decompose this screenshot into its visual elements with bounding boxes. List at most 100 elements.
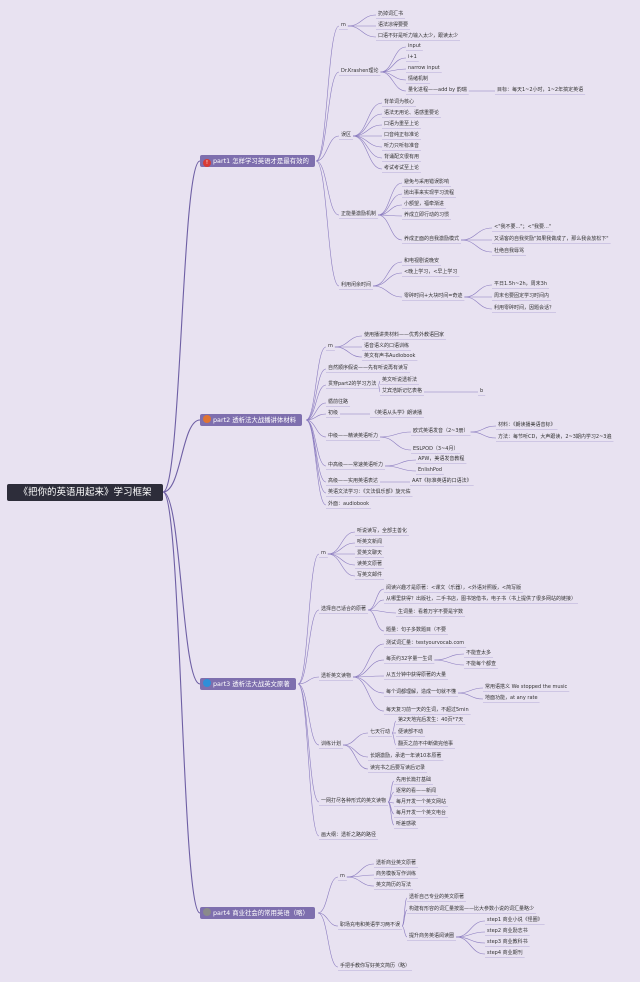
node-103: step2 商业励志书 — [487, 928, 528, 934]
connector — [162, 491, 201, 685]
node-85: 长期激励，承诺一年读10本原著 — [370, 753, 442, 759]
node-35: m — [328, 343, 333, 349]
connector — [162, 419, 201, 493]
node-95: 透析商业英文原著 — [376, 860, 417, 866]
node-12: 背单词为核心 — [384, 99, 415, 105]
node-7: narrow input — [408, 65, 440, 71]
node-8: 情绪机制 — [408, 76, 429, 82]
connector — [401, 925, 408, 938]
connector — [353, 676, 385, 694]
connector — [305, 419, 327, 494]
node-96: 商务模板写作训练 — [376, 871, 417, 877]
connector — [353, 113, 383, 137]
node-46: 《英语从头学》朗读播 — [372, 410, 423, 416]
node-98: 职场充电和英语学习两不误 — [340, 922, 401, 928]
connector — [385, 459, 417, 467]
node-26: 又请客的自我奖励"如果我做成了，那么我会放松下" — [494, 236, 609, 242]
warning-icon: ! — [203, 159, 211, 167]
connector — [377, 193, 403, 216]
node-63: 读英文原著 — [357, 561, 383, 567]
node-72: 每页约32字量一生词 — [386, 656, 433, 662]
node-48: 欧式英语发音（2~3册） — [413, 428, 469, 434]
connector — [377, 214, 403, 241]
connector — [470, 431, 497, 439]
node-74: 不能每个都查 — [466, 661, 497, 667]
connector — [315, 160, 340, 216]
part-4-node: part4 商业社会的常用英语（略） — [200, 907, 315, 919]
node-66: 阅读兴趣才是原著：<课文（乐器），<外语对照版，<简写版 — [386, 585, 522, 591]
part-2-node: part2 透析法大战播讲体材料 — [200, 414, 303, 426]
node-51: ESLPOD（3~4月） — [413, 446, 459, 452]
connector — [378, 204, 403, 216]
node-80: 训练计划 — [321, 741, 342, 747]
node-87: 一网打尽各种形式的英文读物 — [321, 798, 387, 804]
node-24: 养成正面的自我激励模式 — [404, 236, 460, 242]
node-43: b — [480, 388, 484, 394]
connector — [387, 791, 395, 803]
node-19: 正能量激励机制 — [341, 211, 377, 217]
node-53: APW，美语发音教程 — [418, 456, 465, 462]
node-44: 循前往路 — [328, 399, 349, 405]
connector — [380, 57, 407, 73]
connector — [461, 239, 493, 253]
connector — [305, 413, 327, 421]
node-64: 写英文邮件 — [357, 572, 383, 578]
connector — [367, 599, 385, 611]
node-84: 翻页之前不中断做完他事 — [398, 741, 454, 747]
part-3-node: part3 透析法大战英文原著 — [200, 678, 296, 690]
node-93: 画大纲：透析之路的路径 — [321, 832, 377, 838]
node-57: 英语文法学习：《文法俱乐部》旋元佑 — [328, 489, 411, 495]
node-60: 听说读写，全部主善化 — [357, 528, 408, 534]
node-88: 先用长篇打基础 — [396, 777, 432, 783]
node-69: 题量：句子多数题目（不要 — [386, 627, 447, 633]
connector — [162, 491, 201, 914]
node-100: 构建有形容的词汇量按需——比大参数小说的词汇量略少 — [409, 906, 535, 912]
node-61: 听英文新闻 — [357, 539, 383, 545]
node-75: 从五分钟中获得原著的大量 — [386, 672, 447, 678]
node-3: 口语不好是听力输入太少，跟读太少 — [378, 33, 459, 39]
connector — [352, 102, 383, 137]
node-28: 利用闲余时间 — [341, 282, 372, 288]
connector — [352, 135, 383, 170]
connector — [387, 801, 395, 826]
connector — [305, 419, 327, 483]
node-68: 生词量：看着万字不要是字数 — [398, 609, 464, 615]
connector — [372, 261, 403, 287]
node-52: 中高级——常速英语听力 — [328, 462, 384, 468]
node-78: 地面功能，at any rate — [485, 695, 538, 701]
connector — [297, 553, 320, 685]
node-99: 透析自己专业的英文原著 — [409, 894, 465, 900]
node-13: 语法无用论、语感重要论 — [384, 110, 440, 116]
connector — [305, 346, 327, 421]
node-45: 初级 — [328, 410, 339, 416]
node-21: 抛出事来实现学习流程 — [404, 190, 455, 196]
connector — [353, 124, 383, 137]
node-71: 测试词汇量：testyourvocab.com — [386, 640, 465, 646]
node-94: m — [340, 873, 345, 879]
node-86: 读完书之后要写读后记录 — [370, 765, 426, 771]
node-101: 提升商务英语阅读圈 — [409, 933, 455, 939]
node-47: 中级——精读英语听力 — [328, 433, 379, 439]
node-29: 和电视剧说晚安 — [404, 258, 440, 264]
node-34: 利用零碎时间，因题会话？ — [494, 305, 555, 311]
node-50: 方法：每节听CD，大声跟读，2~3期内学习2~3遍 — [498, 434, 612, 440]
node-31: 零碎时间+大块时间=奇迹 — [404, 293, 463, 299]
part-2-label: part2 透析法大战播讲体材料 — [213, 416, 297, 424]
node-27: 杜绝自我辱骂 — [494, 248, 525, 254]
root-title: 《把你的英语用起来》学习框架 — [7, 484, 163, 501]
blue-dot-icon — [203, 679, 211, 687]
connector — [380, 46, 407, 73]
node-14: 口语为重至上论 — [384, 121, 420, 127]
connector — [380, 71, 407, 81]
connector — [380, 431, 412, 438]
connector — [378, 384, 381, 393]
node-58: 外面：audiobook — [328, 501, 370, 507]
connector — [461, 227, 493, 241]
node-102: step1 商业小说《怪圈》 — [487, 917, 543, 923]
connector — [464, 284, 493, 298]
node-97: 英文简历的写法 — [376, 882, 412, 888]
node-2: 语法凉得要要 — [378, 22, 409, 28]
connector — [343, 732, 369, 746]
node-5: input — [408, 43, 421, 49]
